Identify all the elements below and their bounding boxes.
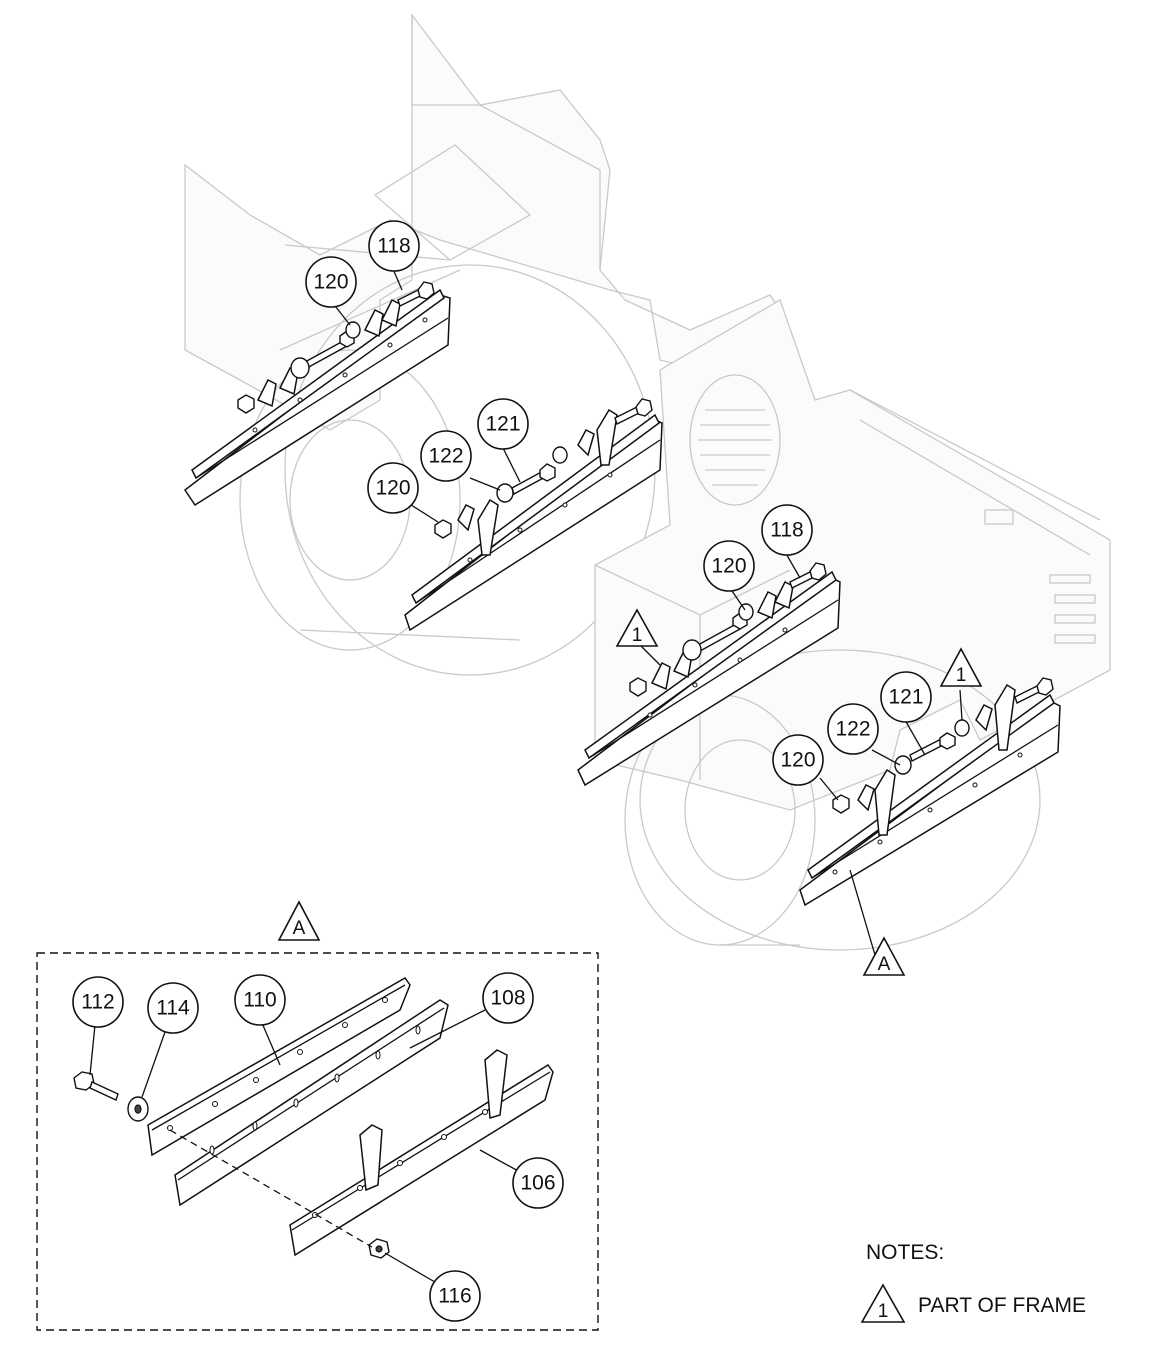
callout-label: 122 — [428, 445, 463, 468]
detail-view-flag: A — [277, 900, 321, 941]
callout-120-upper-middle: 120 — [367, 462, 419, 514]
callout-121-upper: 121 — [477, 398, 529, 450]
callout-110: 110 — [234, 974, 286, 1026]
callout-106: 106 — [512, 1157, 564, 1209]
notes-flag-number: 1 — [878, 1301, 889, 1322]
callout-label: 120 — [780, 749, 815, 772]
detail-reference-flag: A — [862, 936, 906, 976]
frame-flag-left: 1 — [615, 608, 659, 647]
callout-label: 118 — [770, 519, 803, 542]
detail-view-a: A — [36, 900, 599, 1331]
detail-view-border — [36, 952, 599, 1331]
nut-116 — [368, 1238, 390, 1259]
frame-flag-right: 1 — [939, 647, 983, 687]
notes-flag-triangle — [860, 1283, 906, 1323]
flag-number: 1 — [632, 625, 643, 646]
scraper-assembly-upper-middle — [404, 398, 663, 632]
callout-label: 122 — [835, 718, 870, 741]
side-panel-slots — [984, 509, 1096, 644]
callout-118-upper: 118 — [368, 220, 420, 272]
scraper-assembly-lower-right — [799, 677, 1061, 907]
flag-number: 1 — [956, 665, 967, 686]
callout-108: 108 — [482, 972, 534, 1024]
callout-label: 114 — [156, 997, 190, 1020]
scraper-assembly-upper-left — [183, 281, 451, 507]
notes-title: NOTES: — [866, 1241, 944, 1264]
callout-label: 110 — [243, 989, 276, 1012]
bracket — [359, 1124, 383, 1192]
callout-120-lower: 120 — [703, 540, 755, 592]
callout-label: 106 — [520, 1172, 555, 1195]
callout-label: 112 — [81, 991, 114, 1014]
callout-label: 108 — [490, 987, 525, 1010]
callout-label: 120 — [375, 477, 410, 500]
callout-114: 114 — [147, 982, 199, 1034]
callout-120-upper: 120 — [305, 256, 357, 308]
callout-label: 121 — [888, 686, 923, 709]
bracket — [484, 1049, 508, 1119]
machine-frame-ghost — [184, 13, 1111, 951]
callout-122-lower: 122 — [827, 703, 879, 755]
flag-letter: A — [878, 954, 891, 975]
callout-label: 121 — [485, 413, 520, 436]
callout-121-lower: 121 — [880, 671, 932, 723]
washer-114 — [127, 1096, 149, 1122]
callout-label: 120 — [313, 271, 348, 294]
callout-122-upper: 122 — [420, 430, 472, 482]
flag-letter: A — [293, 918, 306, 939]
callout-label: 116 — [438, 1285, 471, 1308]
callout-116: 116 — [429, 1270, 481, 1322]
scraper-assembly-lower-left — [577, 562, 841, 787]
notes-block: NOTES: 1 PART OF FRAME — [860, 1241, 1086, 1323]
callout-label: 118 — [377, 235, 410, 258]
bolt-path — [169, 1129, 373, 1248]
notes-text: PART OF FRAME — [918, 1294, 1086, 1317]
grille-slots — [698, 409, 772, 486]
callout-118-lower: 118 — [761, 504, 813, 556]
callout-120-lower-right: 120 — [772, 734, 824, 786]
callout-112: 112 — [72, 976, 124, 1028]
bolt-112 — [73, 1071, 119, 1101]
callout-label: 120 — [711, 555, 746, 578]
blade-108 — [174, 999, 449, 1207]
